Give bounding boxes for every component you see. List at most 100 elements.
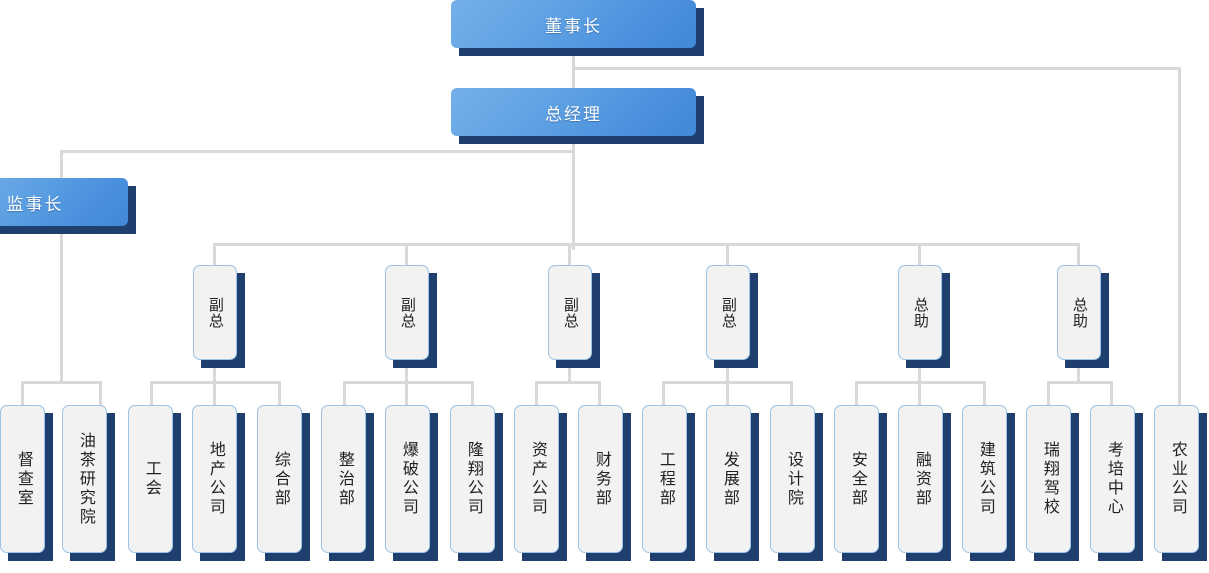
connector-deputy-2-stem: [568, 355, 571, 383]
connector-deputy-2-rail: [535, 381, 601, 384]
node-label: 融资部: [912, 450, 930, 508]
node-deputy-4[interactable]: 总助: [898, 265, 950, 368]
connector-unit-1-drop: [99, 381, 102, 407]
node-unit-14[interactable]: 融资部: [898, 405, 951, 561]
node-face: 融资部: [898, 405, 943, 553]
node-face: 工程部: [642, 405, 687, 553]
node-general-manager[interactable]: 总经理: [451, 88, 704, 144]
node-face: 总助: [1057, 265, 1101, 360]
connector-unit-12-drop: [790, 381, 793, 407]
node-face: 副总: [385, 265, 429, 360]
node-label: 工会: [142, 460, 160, 498]
node-unit-16[interactable]: 瑞翔驾校: [1026, 405, 1079, 561]
node-chairman[interactable]: 董事长: [451, 0, 704, 56]
connector-deputy-4-drop: [918, 243, 921, 267]
node-unit-9[interactable]: 财务部: [578, 405, 631, 561]
node-face: 总经理: [451, 88, 696, 136]
connector-deputy-0-stem: [213, 355, 216, 383]
connector-unit-8-drop: [535, 381, 538, 407]
node-unit-2[interactable]: 工会: [128, 405, 181, 561]
connector-unit-6-drop: [405, 381, 408, 407]
node-unit-13[interactable]: 安全部: [834, 405, 887, 561]
connector-unit-11-drop: [726, 381, 729, 407]
node-label: 总助: [911, 296, 929, 329]
node-face: 督查室: [0, 405, 45, 553]
node-deputy-3[interactable]: 副总: [706, 265, 758, 368]
node-label: 资产公司: [528, 441, 546, 517]
node-unit-8[interactable]: 资产公司: [514, 405, 567, 561]
node-label: 考培中心: [1104, 441, 1122, 517]
node-label: 地产公司: [206, 441, 224, 517]
node-label: 副总: [206, 296, 224, 329]
connector-gm-stem: [572, 140, 575, 250]
connector-chairman-stem: [572, 52, 575, 90]
node-unit-1[interactable]: 油茶研究院: [62, 405, 115, 561]
node-supervisor-chief[interactable]: 监事长: [0, 178, 136, 234]
node-deputy-0[interactable]: 副总: [193, 265, 245, 368]
node-face: 瑞翔驾校: [1026, 405, 1071, 553]
node-unit-3[interactable]: 地产公司: [192, 405, 245, 561]
connector-deputy-1-stem: [405, 355, 408, 383]
node-unit-4[interactable]: 综合部: [257, 405, 310, 561]
node-unit-17[interactable]: 考培中心: [1090, 405, 1143, 561]
connector-gm-left-rail: [60, 150, 575, 153]
node-face: 农业公司: [1154, 405, 1199, 553]
node-label: 爆破公司: [399, 441, 417, 517]
node-label: 财务部: [592, 450, 610, 508]
connector-unit-5-drop: [343, 381, 346, 407]
node-deputy-1[interactable]: 副总: [385, 265, 437, 368]
node-face: 监事长: [0, 178, 128, 226]
node-label: 副总: [719, 296, 737, 329]
connector-deputy-5-stem: [1077, 355, 1080, 383]
node-unit-7[interactable]: 隆翔公司: [450, 405, 503, 561]
node-face: 综合部: [257, 405, 302, 553]
node-unit-12[interactable]: 设计院: [770, 405, 823, 561]
connector-deputy-4-stem: [918, 355, 921, 383]
node-unit-18[interactable]: 农业公司: [1154, 405, 1207, 561]
connector-agri-drop: [1178, 67, 1181, 407]
node-face: 总助: [898, 265, 942, 360]
node-label: 督查室: [14, 450, 32, 508]
connector-unit-10-drop: [662, 381, 665, 407]
node-label: 总助: [1070, 296, 1088, 329]
node-face: 副总: [548, 265, 592, 360]
connector-unit-3-drop: [213, 381, 216, 407]
node-unit-15[interactable]: 建筑公司: [962, 405, 1015, 561]
connector-deputy-2-drop: [568, 243, 571, 267]
node-unit-0[interactable]: 督查室: [0, 405, 53, 561]
connector-unit-9-drop: [598, 381, 601, 407]
node-unit-6[interactable]: 爆破公司: [385, 405, 438, 561]
node-label: 总经理: [545, 104, 602, 124]
node-label: 农业公司: [1168, 441, 1186, 517]
node-unit-5[interactable]: 整治部: [321, 405, 374, 561]
node-label: 安全部: [848, 450, 866, 508]
node-deputy-2[interactable]: 副总: [548, 265, 600, 368]
node-face: 设计院: [770, 405, 815, 553]
node-label: 副总: [561, 296, 579, 329]
node-unit-10[interactable]: 工程部: [642, 405, 695, 561]
connector-unit-13-drop: [855, 381, 858, 407]
connector-deputy-5-drop: [1077, 243, 1080, 267]
connector-deputy-3-drop: [726, 243, 729, 267]
node-unit-11[interactable]: 发展部: [706, 405, 759, 561]
node-label: 监事长: [6, 194, 64, 214]
connector-unit-14-drop: [918, 381, 921, 407]
connector-supervisor-rail: [21, 381, 102, 384]
connector-deputy-1-rail: [343, 381, 474, 384]
node-deputy-5[interactable]: 总助: [1057, 265, 1109, 368]
node-face: 地产公司: [192, 405, 237, 553]
node-face: 爆破公司: [385, 405, 430, 553]
node-label: 设计院: [784, 450, 802, 508]
node-face: 董事长: [451, 0, 696, 48]
node-face: 副总: [193, 265, 237, 360]
node-face: 工会: [128, 405, 173, 553]
node-label: 副总: [398, 296, 416, 329]
node-label: 油茶研究院: [76, 431, 94, 527]
node-label: 建筑公司: [976, 441, 994, 517]
node-label: 整治部: [335, 450, 353, 508]
node-face: 整治部: [321, 405, 366, 553]
connector-supervisor-stem: [60, 230, 63, 383]
connector-deputy-0-drop: [213, 243, 216, 267]
node-label: 瑞翔驾校: [1040, 441, 1058, 517]
